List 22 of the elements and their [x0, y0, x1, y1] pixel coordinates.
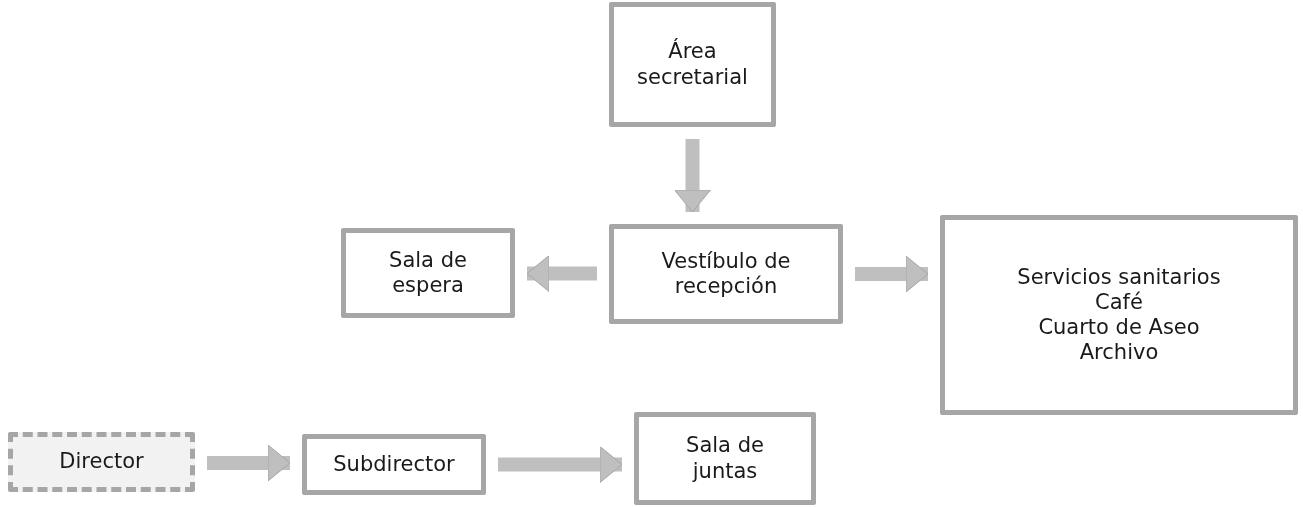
- process-box: [609, 224, 843, 324]
- box-label: Subdirector: [333, 451, 455, 478]
- process-box: [634, 412, 816, 505]
- box-label: Director: [59, 449, 144, 475]
- box-label: Área secretarial: [636, 39, 749, 90]
- dashed-box: [8, 432, 195, 492]
- block-arrow: [498, 446, 623, 483]
- box-label: Cuarto de Aseo: [1038, 315, 1200, 341]
- box-label: Sala de espera: [388, 247, 468, 299]
- process-box: [302, 434, 486, 495]
- box-label: Café: [1095, 289, 1143, 315]
- process-box: [341, 228, 515, 318]
- block-arrow: [207, 444, 291, 482]
- block-arrow: [855, 255, 929, 293]
- process-box: [609, 2, 776, 127]
- box-label: Vestíbulo de recepción: [660, 248, 792, 300]
- block-arrow: [674, 139, 711, 213]
- process-box: [940, 215, 1298, 415]
- block-arrow: [526, 255, 597, 292]
- box-label: Sala de juntas: [685, 433, 765, 484]
- box-label: Archivo: [1079, 340, 1159, 366]
- box-label: Servicios sanitarios: [1017, 264, 1221, 290]
